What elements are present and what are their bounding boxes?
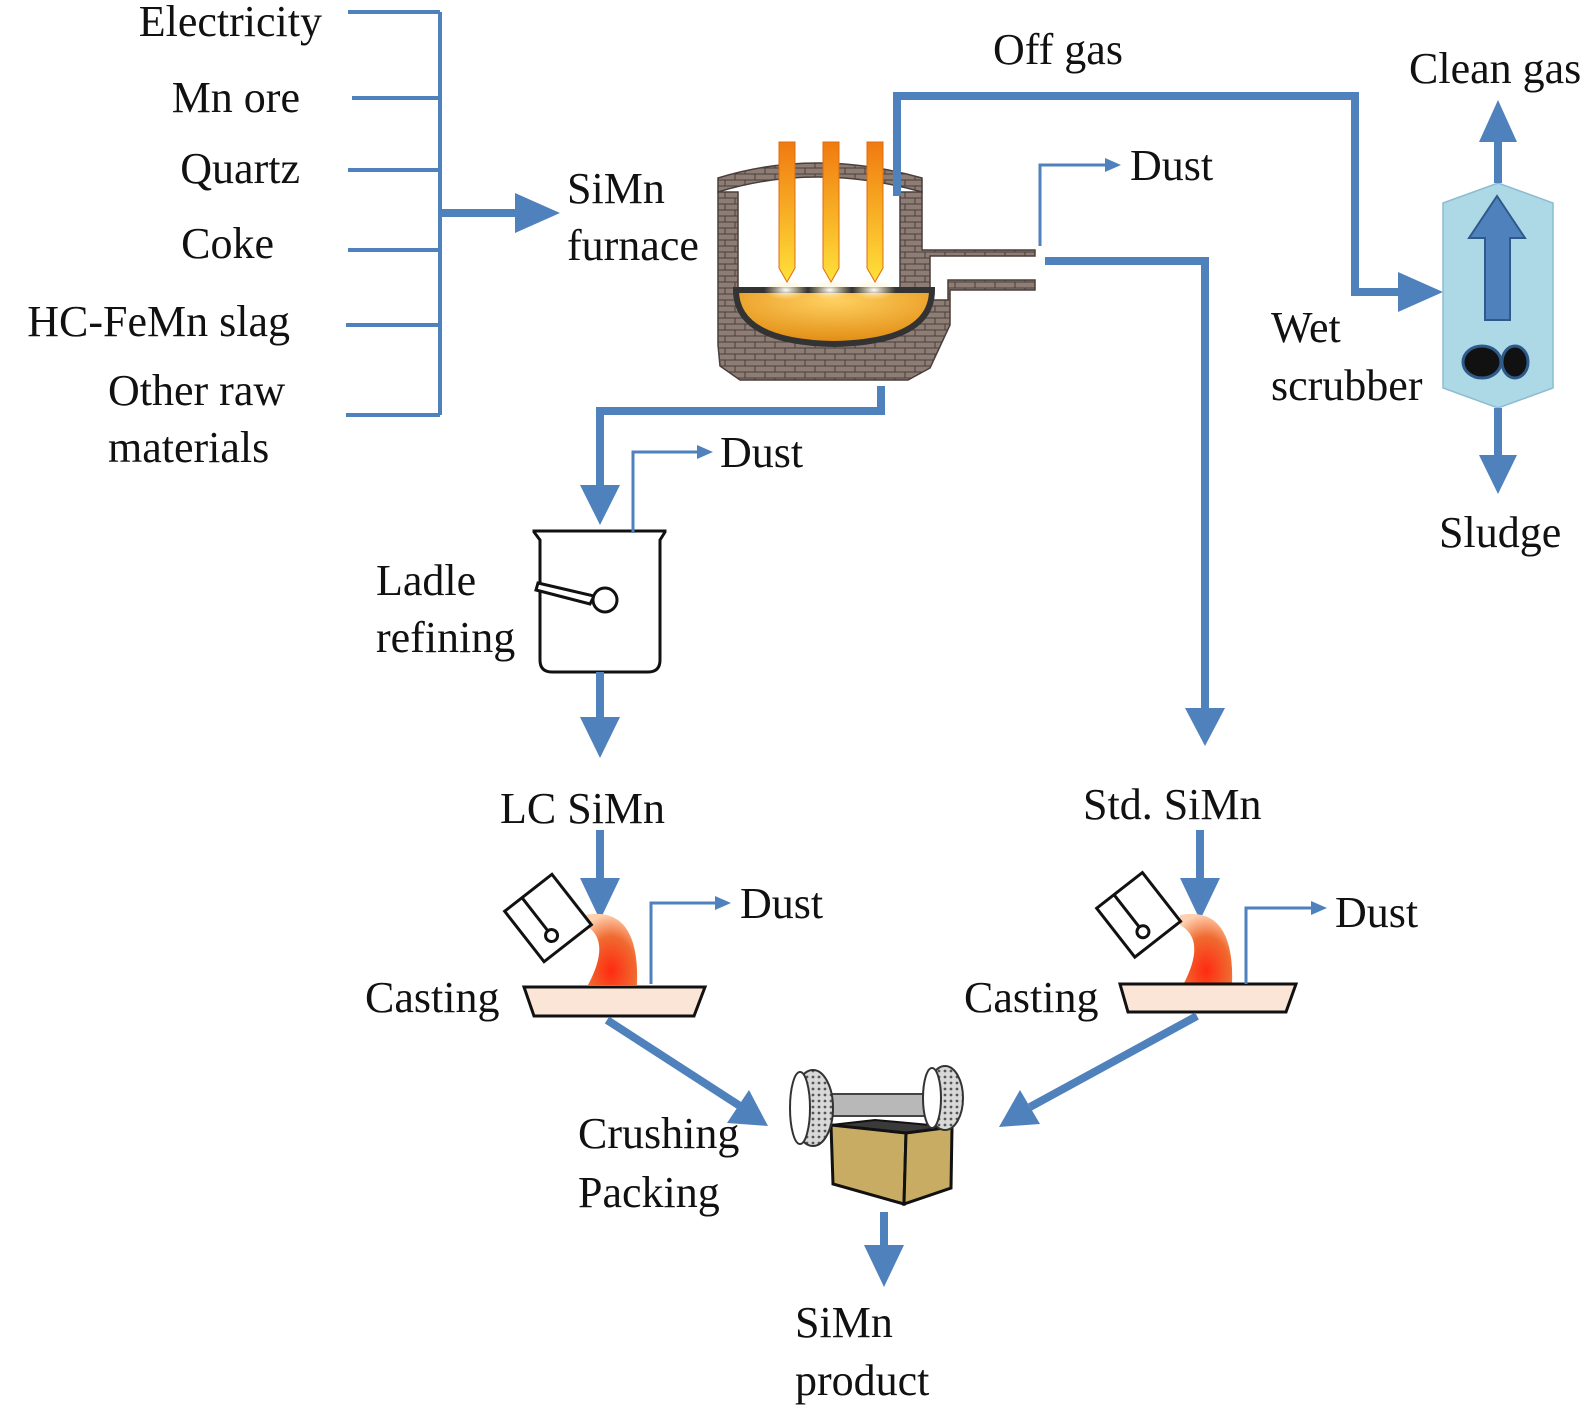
sludge-arrow	[1479, 408, 1517, 494]
label-casting-right: Casting	[964, 973, 1098, 1022]
ladle-icon	[532, 529, 667, 674]
label-clean-gas: Clean gas	[1409, 44, 1581, 93]
melt-pool	[732, 287, 936, 348]
std-casting-feed-arrow	[1180, 830, 1220, 920]
label-wet: Wet	[1271, 303, 1341, 352]
label-lc-simn: LC SiMn	[500, 784, 665, 833]
furnace-dust-line	[1038, 158, 1121, 246]
label-dust-ladle: Dust	[720, 428, 803, 477]
label-std-simn: Std. SiMn	[1083, 780, 1262, 829]
ladle-feed-arrow	[580, 386, 885, 525]
electrodes	[778, 141, 884, 284]
label-mn-ore: Mn ore	[172, 73, 300, 122]
label-off-gas: Off gas	[993, 25, 1123, 74]
label-simn-product-line2: product	[795, 1356, 929, 1405]
crusher-icon	[789, 1065, 964, 1207]
casting-icon-left	[502, 872, 708, 1018]
label-hc-femn-slag: HC-FeMn slag	[27, 297, 290, 346]
label-sludge: Sludge	[1439, 508, 1561, 557]
final-product-arrow	[864, 1212, 904, 1287]
off-gas-arrow	[893, 92, 1443, 312]
label-packing: Packing	[578, 1168, 720, 1217]
ladle-dust-line	[631, 445, 713, 533]
label-coke: Coke	[181, 219, 274, 268]
label-scrubber: scrubber	[1271, 361, 1423, 410]
feed-arrow	[440, 193, 560, 233]
furnace-icon	[717, 141, 1036, 381]
lc-casting-feed-arrow	[580, 830, 620, 920]
label-other-raw: Other raw	[108, 366, 285, 415]
label-simn: SiMn	[567, 164, 665, 213]
lc-simn-arrow	[580, 672, 620, 758]
left-to-crusher-arrow	[604, 1016, 768, 1126]
label-dust-casting-right: Dust	[1335, 888, 1418, 937]
label-furnace: furnace	[567, 221, 699, 270]
label-crushing: Crushing	[578, 1109, 739, 1158]
label-casting-left: Casting	[365, 973, 499, 1022]
lc-casting-dust-line	[649, 896, 731, 984]
label-simn-product-line1: SiMn	[795, 1298, 893, 1347]
clean-gas-arrow	[1479, 100, 1517, 183]
label-dust-casting-left: Dust	[740, 879, 823, 928]
label-materials: materials	[108, 423, 269, 472]
label-quartz: Quartz	[180, 144, 300, 193]
label-refining: refining	[376, 613, 515, 662]
label-ladle: Ladle	[376, 556, 476, 605]
casting-icon-right	[1094, 870, 1299, 1014]
wet-scrubber-icon	[1442, 182, 1554, 409]
std-simn-arrow	[1045, 257, 1225, 746]
right-to-crusher-arrow	[999, 1012, 1199, 1127]
label-electricity: Electricity	[139, 0, 322, 46]
std-casting-dust-line	[1244, 901, 1327, 984]
label-dust-furnace: Dust	[1130, 141, 1213, 190]
input-manifold	[346, 10, 442, 417]
